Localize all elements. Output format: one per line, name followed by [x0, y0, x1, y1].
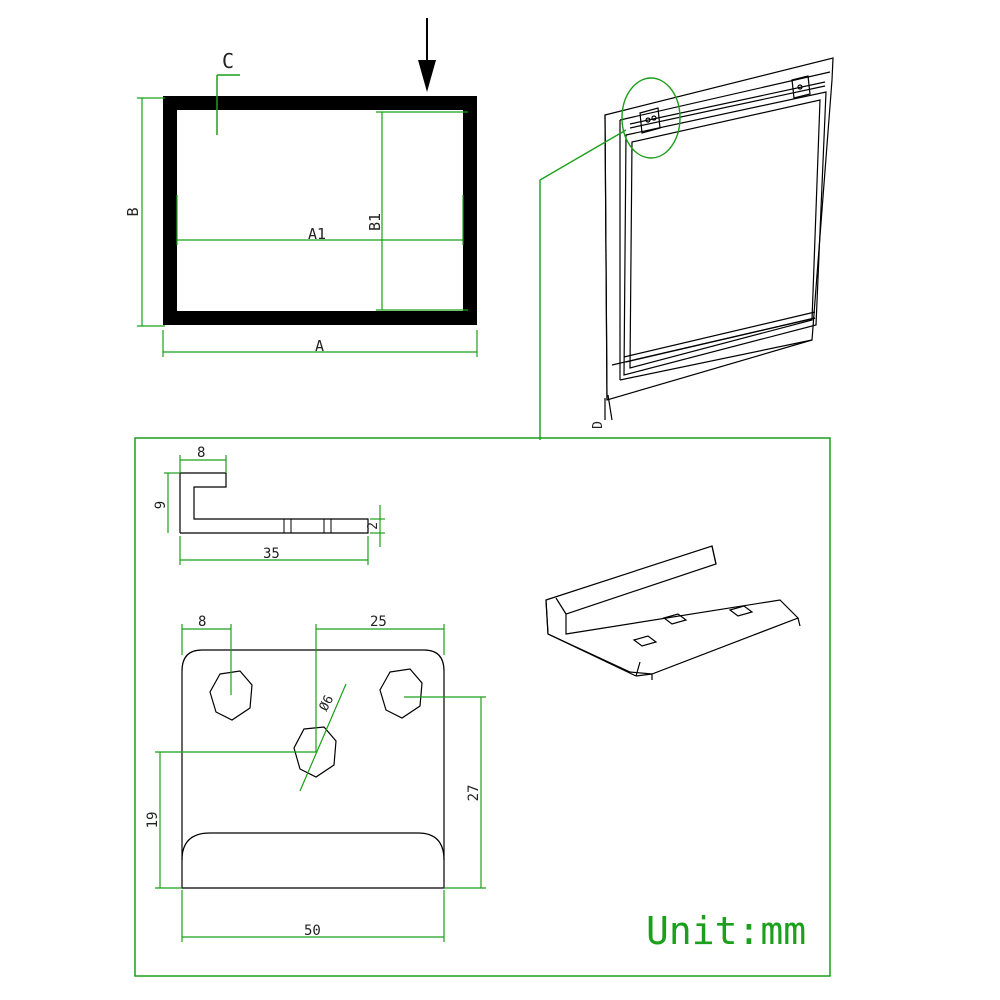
dim-b1: B1 [366, 111, 468, 311]
detail-panel [134, 437, 831, 977]
detail-mark-label: D [591, 421, 606, 429]
view-arrow-icon [418, 18, 436, 92]
plan-dim-hole-spacing: 25 [370, 614, 387, 630]
plan-dim-left-offset: 8 [198, 614, 206, 630]
dim-a1-label: A1 [308, 225, 326, 243]
dim-b: B [124, 97, 165, 327]
frame-front-view: C A1 B1 B A [124, 18, 478, 357]
dim-a-label: A [315, 337, 324, 355]
side-dim-lip-width: 8 [197, 445, 205, 461]
bracket-hole-1 [632, 635, 658, 647]
plan-hole-right [379, 668, 423, 719]
section-mark-c: C [216, 49, 240, 135]
bracket-hole-2 [662, 613, 688, 625]
dim-a1: A1 [176, 195, 464, 245]
plan-hole-left [209, 670, 253, 721]
unit-note: Unit:mm [646, 909, 806, 953]
dim-b1-label: B1 [366, 213, 384, 231]
bracket-plan-view: 8 25 Ø6 19 27 50 [145, 614, 486, 942]
detail-leader [539, 129, 627, 440]
plan-dim-width: 50 [304, 923, 321, 939]
side-dim-length: 35 [263, 546, 280, 562]
bracket-3d-view [545, 545, 801, 680]
bracket-left-icon [639, 107, 661, 134]
plan-dim-side-hole-height: 27 [466, 785, 482, 802]
frame-perspective-view: D [539, 57, 834, 440]
bracket-side-view: 8 9 35 2 [153, 445, 385, 565]
dim-b-label: B [124, 207, 142, 216]
plan-dim-center-hole-height: 19 [145, 812, 161, 829]
dim-a: A [162, 330, 478, 357]
plan-dim-hole-diameter: Ø6 [317, 693, 338, 714]
bracket-right-icon [791, 75, 811, 99]
side-dim-thickness: 2 [366, 522, 381, 530]
bracket-hole-3 [728, 605, 754, 617]
frame-outer-border [163, 96, 477, 325]
detail-circle [621, 77, 681, 159]
side-dim-lip-height: 9 [153, 501, 169, 509]
section-mark-label: C [222, 49, 234, 73]
